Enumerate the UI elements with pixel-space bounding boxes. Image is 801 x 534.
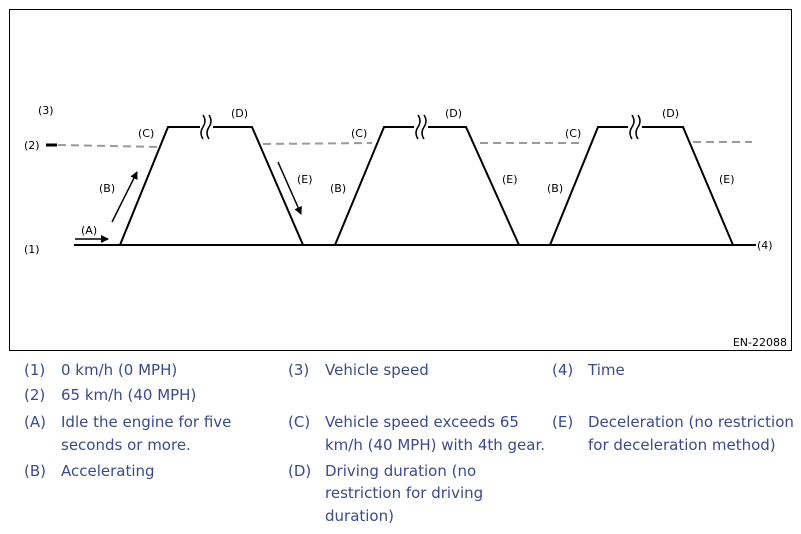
legend-key-d: (D) [288,462,312,480]
legend-desc-a-line2: seconds or more. [61,436,191,454]
legend-desc-4: Time [588,361,625,379]
legend-desc-2: 65 km/h (40 MPH) [61,386,197,404]
legend-desc-c-line1: Vehicle speed exceeds 65 [325,413,519,431]
reference-speed-marker: (2) [24,139,40,152]
zero-speed-marker: (1) [24,243,40,256]
legend-desc-c-line2: km/h (40 MPH) with 4th gear. [325,436,546,454]
label-b-3: (B) [547,182,563,195]
label-e-1: (E) [297,173,313,186]
label-b-2: (B) [330,182,346,195]
break-symbol-3 [629,114,641,140]
speed-axis-marker: (3) [38,104,54,117]
label-b-1: (B) [99,182,115,195]
legend-key-3: (3) [288,361,310,379]
speed-cycle-1 [119,126,304,246]
legend-desc-b: Accelerating [61,462,155,480]
legend-key-2: (2) [24,386,46,404]
label-c-2: (C) [351,127,367,140]
label-e-2: (E) [502,173,518,186]
reference-level-dashed-line [57,141,752,148]
label-e-3: (E) [719,173,735,186]
diagram-frame [9,9,792,351]
legend-desc-d-line3: duration) [325,507,394,525]
label-d-2: (D) [445,107,462,120]
label-a: (A) [81,224,97,237]
figure-code: EN-22088 [733,336,787,349]
legend-desc-e-line1: Deceleration (no restriction [588,413,794,431]
label-d-3: (D) [662,107,679,120]
speed-cycle-3 [549,126,734,246]
legend-desc-3: Vehicle speed [325,361,429,379]
label-c-3: (C) [565,127,581,140]
legend-key-e: (E) [552,413,574,431]
legend-desc-a-line1: Idle the engine for five [61,413,232,431]
legend-desc-e-line2: for deceleration method) [588,436,776,454]
decelerating-arrow [277,161,302,215]
legend-desc-1: 0 km/h (0 MPH) [61,361,178,379]
legend-desc-d-line1: Driving duration (no [325,462,477,480]
label-c-1: (C) [138,127,154,140]
legend-key-4: (4) [552,361,574,379]
time-axis-marker: (4) [757,239,773,252]
label-d-1: (D) [231,107,248,120]
legend-key-c: (C) [288,413,311,431]
legend-key-b: (B) [24,462,46,480]
legend-desc-d-line2: restriction for driving [325,484,484,502]
speed-cycle-2 [334,126,520,246]
break-symbol-1 [200,114,212,140]
legend-key-1: (1) [24,361,46,379]
break-symbol-2 [415,114,427,140]
accelerating-arrow [111,171,138,223]
legend-key-a: (A) [24,413,46,431]
